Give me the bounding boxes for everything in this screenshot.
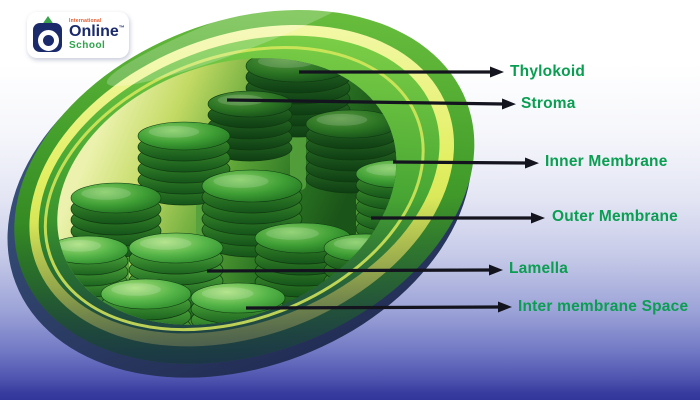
logo-square-icon — [33, 23, 62, 52]
diagram-label-stroma: Stroma — [521, 95, 576, 112]
diagram-label-outer-membrane: Outer Membrane — [552, 208, 678, 225]
annotation-arrows — [206, 66, 545, 313]
logo[interactable]: International Online™ School — [27, 12, 129, 58]
diagram-label-inter-membrane-space: Inter membrane Space — [518, 298, 689, 315]
diagram-label-lamella: Lamella — [509, 260, 569, 277]
logo-line-top: International — [69, 18, 102, 24]
logo-text: International Online™ School — [69, 19, 125, 51]
logo-ring-icon — [38, 30, 59, 51]
diagram-label-inner-membrane: Inner Membrane — [545, 153, 668, 170]
logo-line-sub: School — [69, 40, 106, 51]
diagram-label-thylokoid: Thylokoid — [510, 63, 585, 80]
logo-icon — [33, 16, 65, 54]
inner-membrane-line — [43, 46, 425, 332]
gloss-highlight — [106, 0, 378, 87]
logo-main-word: Online — [69, 23, 119, 40]
logo-trademark: ™ — [118, 25, 125, 32]
logo-line-main: Online™ — [69, 24, 125, 40]
